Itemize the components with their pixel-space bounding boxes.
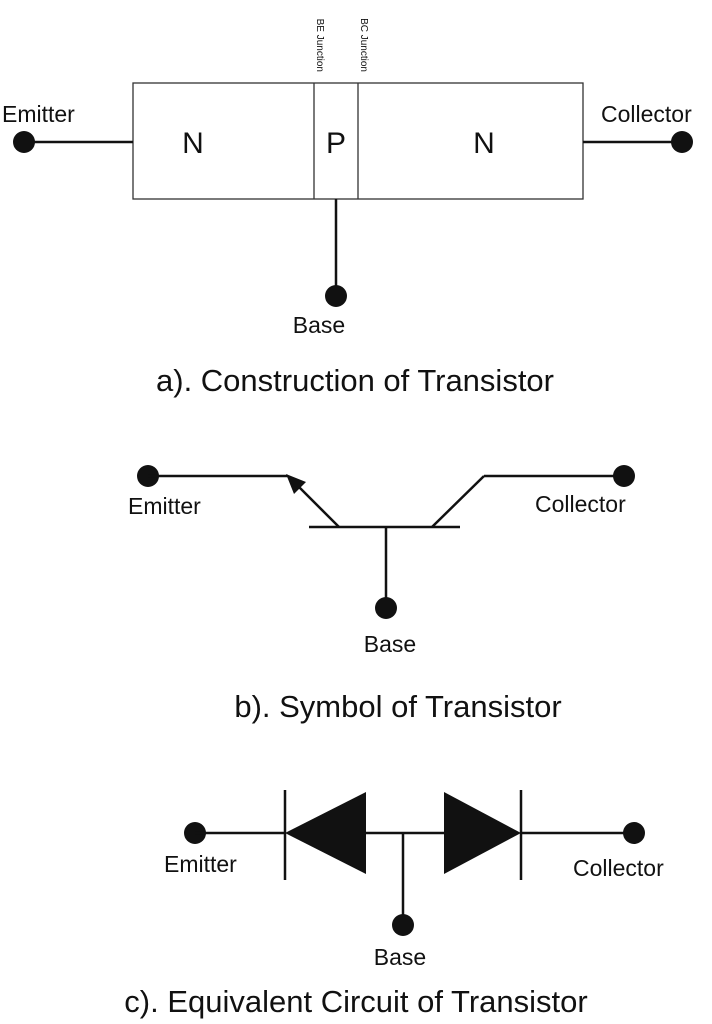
base-label: Base	[364, 631, 416, 657]
base-label: Base	[374, 944, 426, 970]
region-n-right: N	[473, 127, 495, 160]
emitter-diagonal	[294, 482, 340, 528]
equivalent-circuit-diagram: Emitter Collector Base c). Equivalent Ci…	[124, 790, 664, 1019]
collector-diagonal	[431, 475, 485, 528]
collector-terminal	[623, 822, 645, 844]
emitter-label: Emitter	[128, 493, 201, 519]
symbol-diagram: Emitter Collector Base b). Symbol of Tra…	[128, 465, 635, 724]
region-n-left: N	[182, 127, 204, 160]
emitter-label: Emitter	[2, 101, 75, 127]
emitter-arrow-icon	[286, 474, 306, 494]
collector-terminal	[613, 465, 635, 487]
base-terminal	[392, 914, 414, 936]
emitter-label: Emitter	[164, 851, 237, 877]
construction-diagram: N P N BE Junction BC Junction Emitter Co…	[2, 18, 693, 398]
collector-label: Collector	[535, 491, 626, 517]
collector-label: Collector	[573, 855, 664, 881]
base-terminal	[375, 597, 397, 619]
collector-label: Collector	[601, 101, 692, 127]
region-p: P	[326, 127, 346, 160]
bc-junction-label: BC Junction	[358, 18, 369, 72]
base-label: Base	[293, 312, 345, 338]
equivalent-caption: c). Equivalent Circuit of Transistor	[124, 984, 587, 1019]
symbol-caption: b). Symbol of Transistor	[234, 689, 561, 724]
base-terminal	[325, 285, 347, 307]
left-diode-triangle	[285, 792, 366, 874]
construction-caption: a). Construction of Transistor	[156, 363, 554, 398]
right-diode-triangle	[444, 792, 521, 874]
collector-terminal	[671, 131, 693, 153]
be-junction-label: BE Junction	[314, 19, 325, 72]
emitter-terminal	[13, 131, 35, 153]
